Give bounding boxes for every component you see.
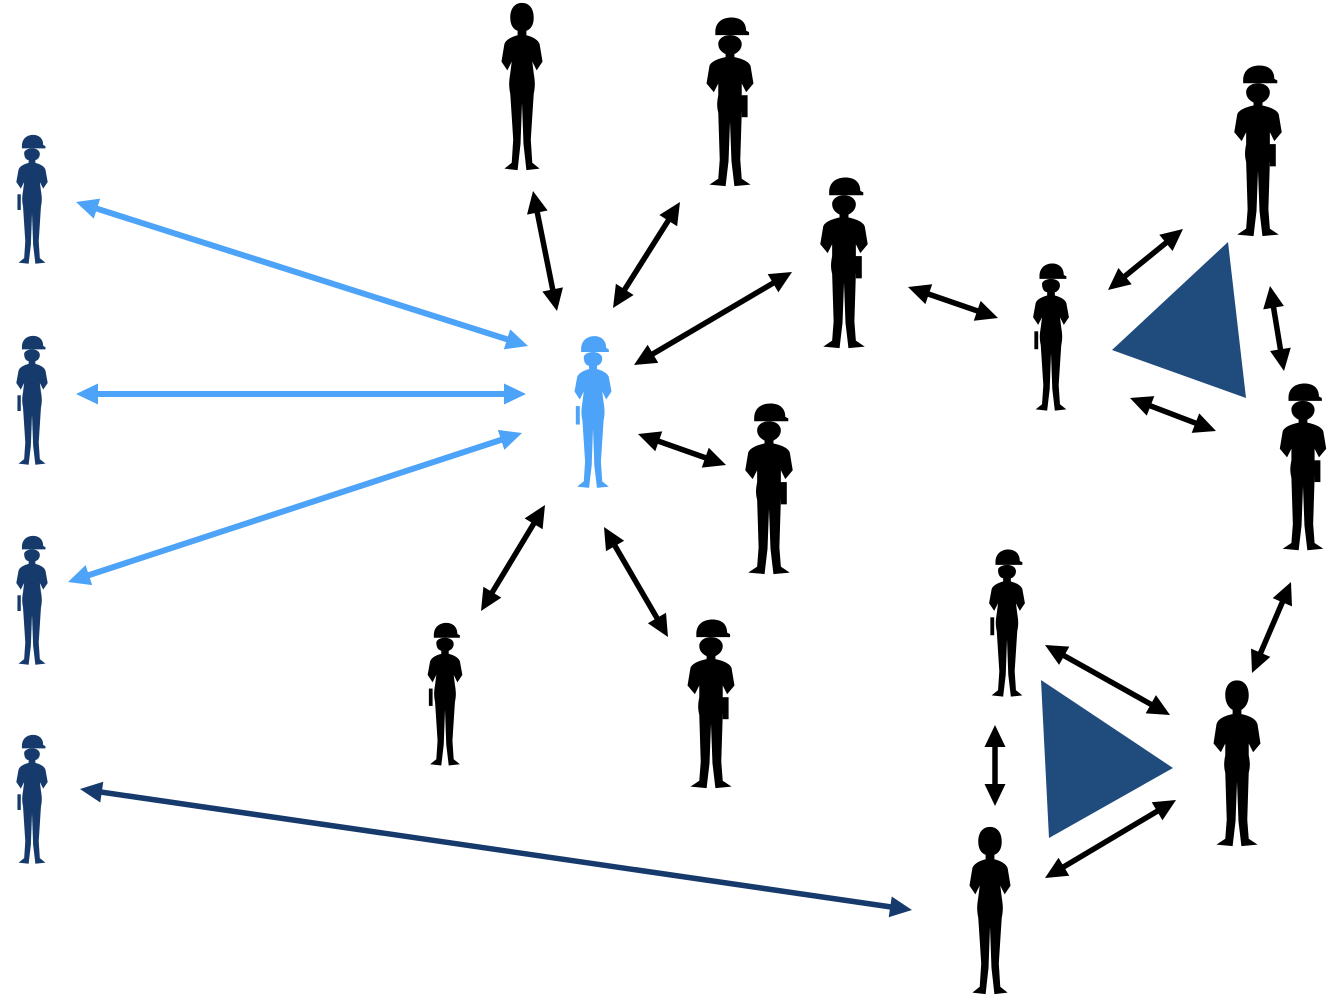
arrowhead (497, 429, 522, 450)
arrowhead (542, 287, 563, 311)
link-hub-right-worker (638, 431, 726, 468)
arrowhead (481, 586, 502, 611)
person-left-1 (16, 134, 48, 264)
arrowhead (767, 272, 792, 293)
link-cluster-b-bottom-left-4 (80, 781, 912, 918)
arrowhead (908, 284, 933, 305)
arrowhead (1145, 695, 1170, 715)
arrowhead (504, 383, 526, 405)
person-cluster-b-bottom (969, 826, 1011, 995)
link-line (1060, 807, 1161, 871)
person-bottom-worker (687, 619, 735, 789)
arrowhead (1151, 800, 1176, 821)
arrowhead (76, 383, 98, 405)
arrowhead (1159, 229, 1183, 252)
person-right-worker (745, 403, 793, 575)
arrowhead (503, 329, 528, 350)
person-cluster-b-man (1213, 680, 1261, 847)
arrowhead (527, 191, 548, 215)
arrowhead (604, 527, 625, 552)
link-line (534, 210, 556, 292)
arrowhead (1263, 286, 1284, 310)
link-line (649, 279, 777, 358)
link-hub-left-1 (76, 198, 528, 350)
link-cluster-b-woman-cluster-b-man (1045, 645, 1170, 715)
link-line (926, 290, 980, 315)
arrowhead (80, 781, 104, 803)
arrowhead (984, 725, 1006, 747)
link-line (94, 205, 510, 343)
link-hub-bottom-left-woman (481, 505, 545, 611)
link-mid-worker-cluster-a-woman (908, 284, 998, 321)
link-line (1061, 652, 1154, 708)
arrowhead (984, 784, 1006, 806)
arrowhead (1272, 582, 1292, 607)
person-hub (574, 336, 612, 488)
link-cluster-a-top-cluster-a-right (1263, 286, 1291, 371)
arrowhead (973, 300, 998, 321)
link-line (655, 438, 709, 461)
arrowhead (1191, 413, 1216, 433)
link-hub-left-3 (68, 429, 522, 586)
arrowhead (1045, 857, 1070, 878)
person-left-2 (16, 335, 48, 465)
arrowhead (638, 431, 663, 452)
link-hub-bottom-worker (604, 527, 668, 637)
person-cluster-b-woman (989, 549, 1025, 697)
person-mid-worker (820, 177, 868, 349)
cluster-a-triangle (1112, 242, 1246, 398)
link-cluster-b-bottom-cluster-b-man (1045, 800, 1176, 878)
arrowhead (659, 202, 680, 227)
link-cluster-a-right-cluster-b-man (1251, 582, 1292, 673)
arrowhead (1108, 267, 1132, 290)
arrowhead (1130, 396, 1155, 416)
link-cluster-b-woman-cluster-b-bottom (984, 725, 1006, 806)
cluster-b-triangle (1041, 680, 1173, 838)
link-hub-mid-worker (634, 272, 792, 365)
person-top-woman (501, 2, 543, 171)
arrowhead (888, 896, 912, 918)
link-line (99, 789, 893, 910)
arrowhead (68, 565, 93, 586)
link-line (1121, 239, 1170, 280)
person-left-3 (16, 535, 48, 665)
arrowhead (701, 447, 726, 468)
person-cluster-a-woman (1033, 263, 1069, 411)
person-cluster-a-top (1234, 65, 1282, 237)
link-hub-top-woman (527, 191, 563, 311)
link-line (1147, 402, 1199, 427)
link-cluster-a-woman-cluster-a-right (1130, 396, 1216, 433)
arrowhead (524, 505, 545, 530)
link-line (1270, 305, 1284, 352)
link-cluster-a-woman-cluster-a-top (1108, 229, 1183, 290)
arrowhead (1251, 648, 1271, 673)
arrowhead (1045, 645, 1070, 665)
arrowhead (76, 198, 101, 219)
person-top-worker (706, 17, 754, 187)
person-bottom-left-woman (427, 622, 463, 766)
link-hub-left-2 (76, 383, 526, 405)
arrowhead (1270, 347, 1291, 371)
link-line (488, 520, 538, 596)
arrowhead (634, 344, 659, 365)
person-left-4 (16, 734, 48, 864)
link-line (86, 436, 504, 579)
link-line (1257, 599, 1286, 656)
link-line (621, 217, 672, 293)
person-cluster-a-right (1279, 383, 1327, 551)
link-hub-top-worker (613, 202, 680, 308)
link-line (611, 542, 661, 622)
arrowhead (613, 283, 634, 308)
arrowhead (647, 612, 668, 637)
